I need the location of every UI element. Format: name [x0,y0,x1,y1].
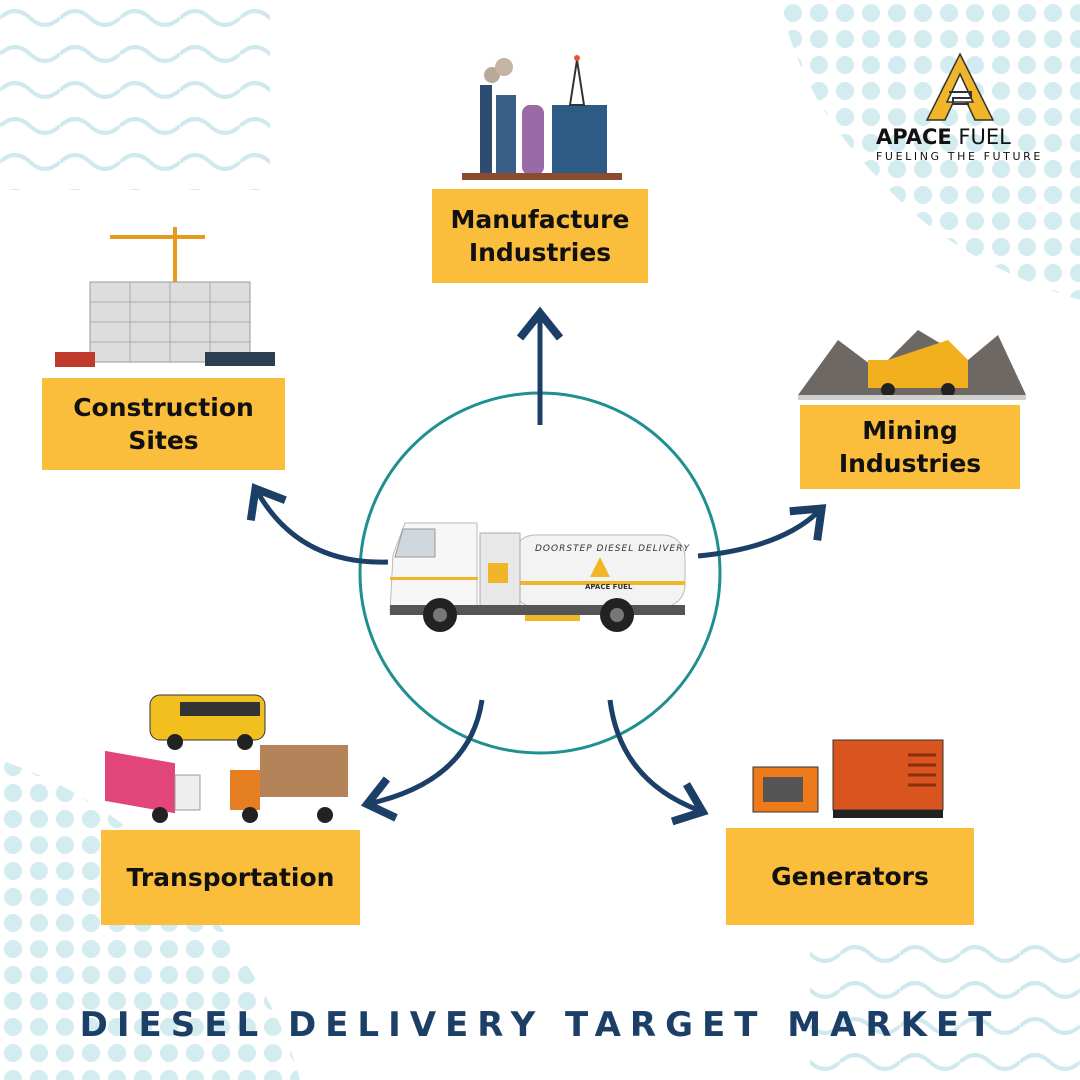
wave-pattern-top-left [0,0,270,190]
transportation-illustration [105,694,348,823]
market-label-line1: Mining [862,416,958,445]
dot-pattern-top-right [780,0,1080,300]
arrow-construction [246,483,389,565]
market-label-line2: Industries [838,449,982,478]
market-label-line2: Industries [468,238,612,267]
arrow-generators [607,699,709,826]
arrow-transportation [360,699,485,822]
mining-illustration [798,330,1026,400]
page-title: DIESEL DELIVERY TARGET MARKET [79,1005,1001,1045]
logo-name: APACE FUEL [876,125,1011,149]
market-transportation: Transportation [101,830,360,925]
generators-illustration [752,739,944,818]
logo-tagline: FUELING THE FUTURE [876,150,1043,163]
market-label-line1: Construction [73,393,254,422]
factory-illustration [462,55,622,180]
market-label-line1: Generators [771,862,929,891]
market-label-line1: Manufacture [450,205,630,234]
market-label-line1: Transportation [126,863,335,892]
apace-logo-icon [925,52,995,121]
market-label-line2: Sites [128,426,199,455]
arrow-mining [697,504,827,559]
delivery-truck-image: DOORSTEP DIESEL DELIVERY APACE FUEL [389,522,690,632]
truck-banner-text: DOORSTEP DIESEL DELIVERY [535,544,690,554]
wave-pattern-bottom-right [810,930,1080,1080]
market-generators: Generators [726,828,974,925]
truck-brand-text: APACE FUEL [585,583,633,591]
construction-illustration [55,227,275,367]
